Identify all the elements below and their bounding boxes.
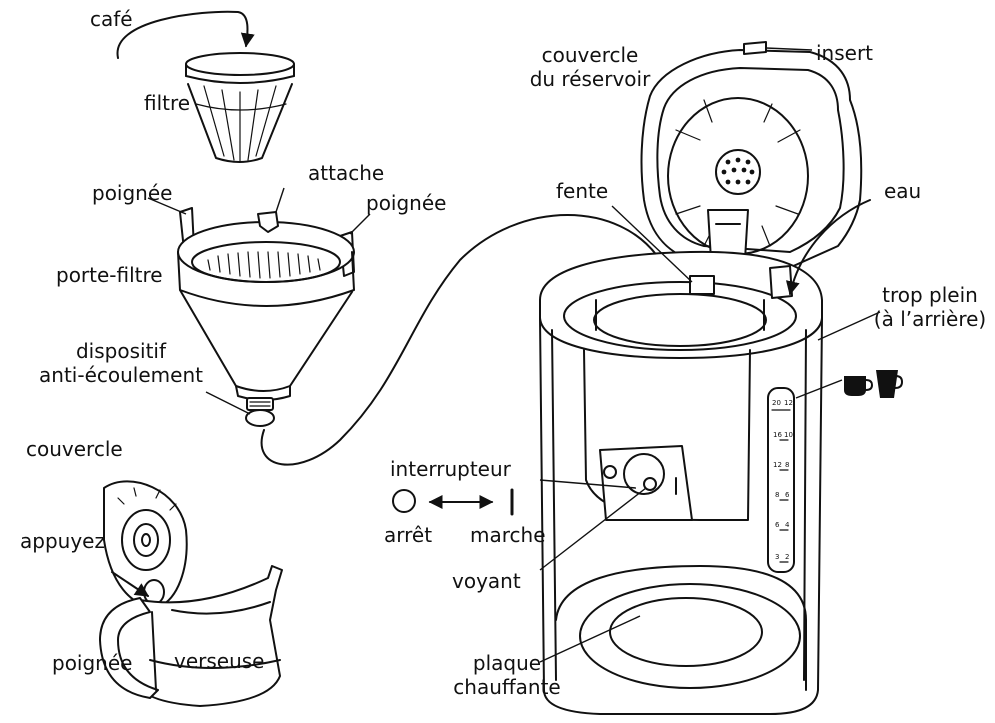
label-plaque-line2: chauffante	[453, 675, 561, 699]
cup-icons	[844, 370, 903, 398]
gauge-mark-small: 10	[784, 431, 793, 439]
gauge-mark-small: 4	[785, 521, 790, 529]
gauge-mark-large: 6	[775, 521, 780, 529]
coffee-maker	[539, 41, 863, 715]
off-symbol	[392, 489, 416, 513]
label-fente: fente	[556, 179, 609, 203]
gauge-mark-small: 6	[785, 491, 790, 499]
label-poignee-right: poignée	[366, 191, 447, 215]
gauge-header-cups-small: 12	[784, 399, 793, 407]
label-couvercle-reservoir-line2: du réservoir	[529, 67, 651, 91]
gauge-mark-small: 8	[785, 461, 789, 469]
label-trop-plein-line1: trop plein	[882, 283, 978, 307]
filter-basket	[185, 52, 295, 163]
gauge-mark-large: 8	[775, 491, 779, 499]
gauge-mark-large: 3	[775, 553, 779, 561]
label-couvercle-reservoir-line1: couvercle	[541, 43, 639, 67]
carafe	[99, 480, 283, 707]
gauge-header-cups-large: 20	[772, 399, 781, 407]
label-poignee-carafe: poignée	[52, 651, 133, 675]
gauge-mark-small: 2	[785, 553, 789, 561]
label-couvercle: couvercle	[26, 437, 123, 461]
label-filtre: filtre	[144, 91, 191, 115]
label-verseuse: verseuse	[174, 649, 265, 673]
label-arret: arrêt	[384, 523, 433, 547]
label-poignee-left: poignée	[92, 181, 173, 205]
label-dispositif-line1: dispositif	[75, 339, 167, 363]
label-porte-filtre: porte-filtre	[56, 263, 163, 287]
label-trop-plein-line2: (à l’arrière)	[873, 307, 987, 331]
label-interrupteur: interrupteur	[390, 457, 511, 481]
label-appuyez: appuyez	[20, 529, 105, 553]
off-symbol-text: O	[396, 500, 397, 501]
gauge-mark-large: 16	[773, 431, 782, 439]
label-eau: eau	[884, 179, 922, 203]
water-gauge-scale: 20 12 16 10 12 8 8 6 6 4 3 2	[771, 399, 793, 563]
label-cafe: café	[90, 7, 133, 31]
gauge-mark-large: 12	[773, 461, 782, 469]
filter-holder	[177, 207, 355, 427]
coffee-arrow	[116, 10, 255, 59]
label-plaque-line1: plaque	[472, 651, 542, 675]
label-voyant: voyant	[452, 569, 521, 593]
label-marche: marche	[470, 523, 546, 547]
label-attache: attache	[308, 161, 385, 185]
label-dispositif-line2: anti-écoulement	[39, 363, 203, 387]
label-insert: insert	[816, 41, 874, 65]
